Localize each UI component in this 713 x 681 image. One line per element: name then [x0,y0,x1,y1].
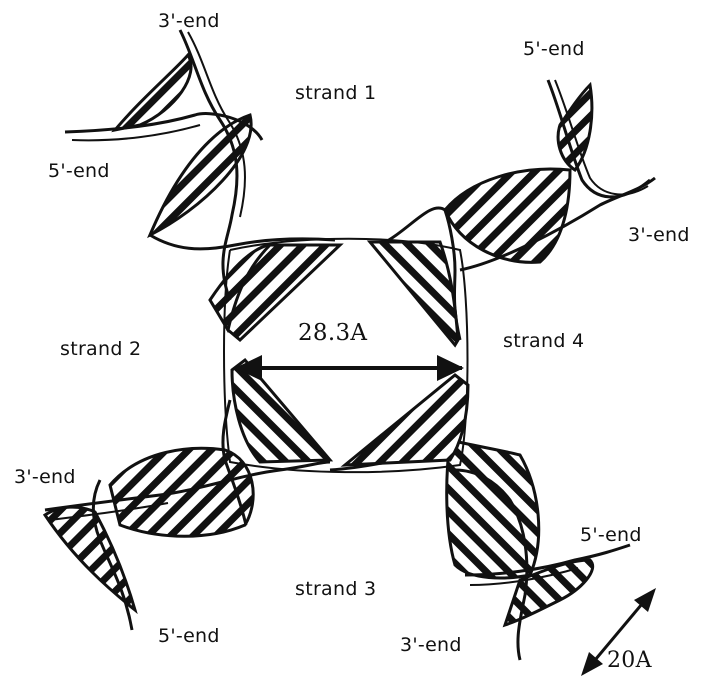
strand-2-3end-label: 3'-end [14,466,76,488]
strand-3-helix [330,440,630,660]
strand-3-3end-label: 3'-end [400,634,462,656]
inner-distance-label: 28.3A [298,320,367,346]
inner-distance-arrow [235,355,464,381]
strand-1-5end-label: 5'-end [48,160,110,182]
scale-label: 20A [607,648,652,673]
strand-4-3end-label: 3'-end [628,224,690,246]
strand-2-label: strand 2 [60,338,141,360]
strand-2-5end-label: 5'-end [158,625,220,647]
strand-1-label: strand 1 [295,82,376,104]
strand-3-5end-label: 5'-end [580,524,642,546]
strand-4-5end-label: 5'-end [523,38,585,60]
strand-1-3end-label: 3'-end [158,10,220,32]
strand-3-label: strand 3 [295,578,376,600]
strand-4-label: strand 4 [503,330,584,352]
central-core [224,239,468,472]
